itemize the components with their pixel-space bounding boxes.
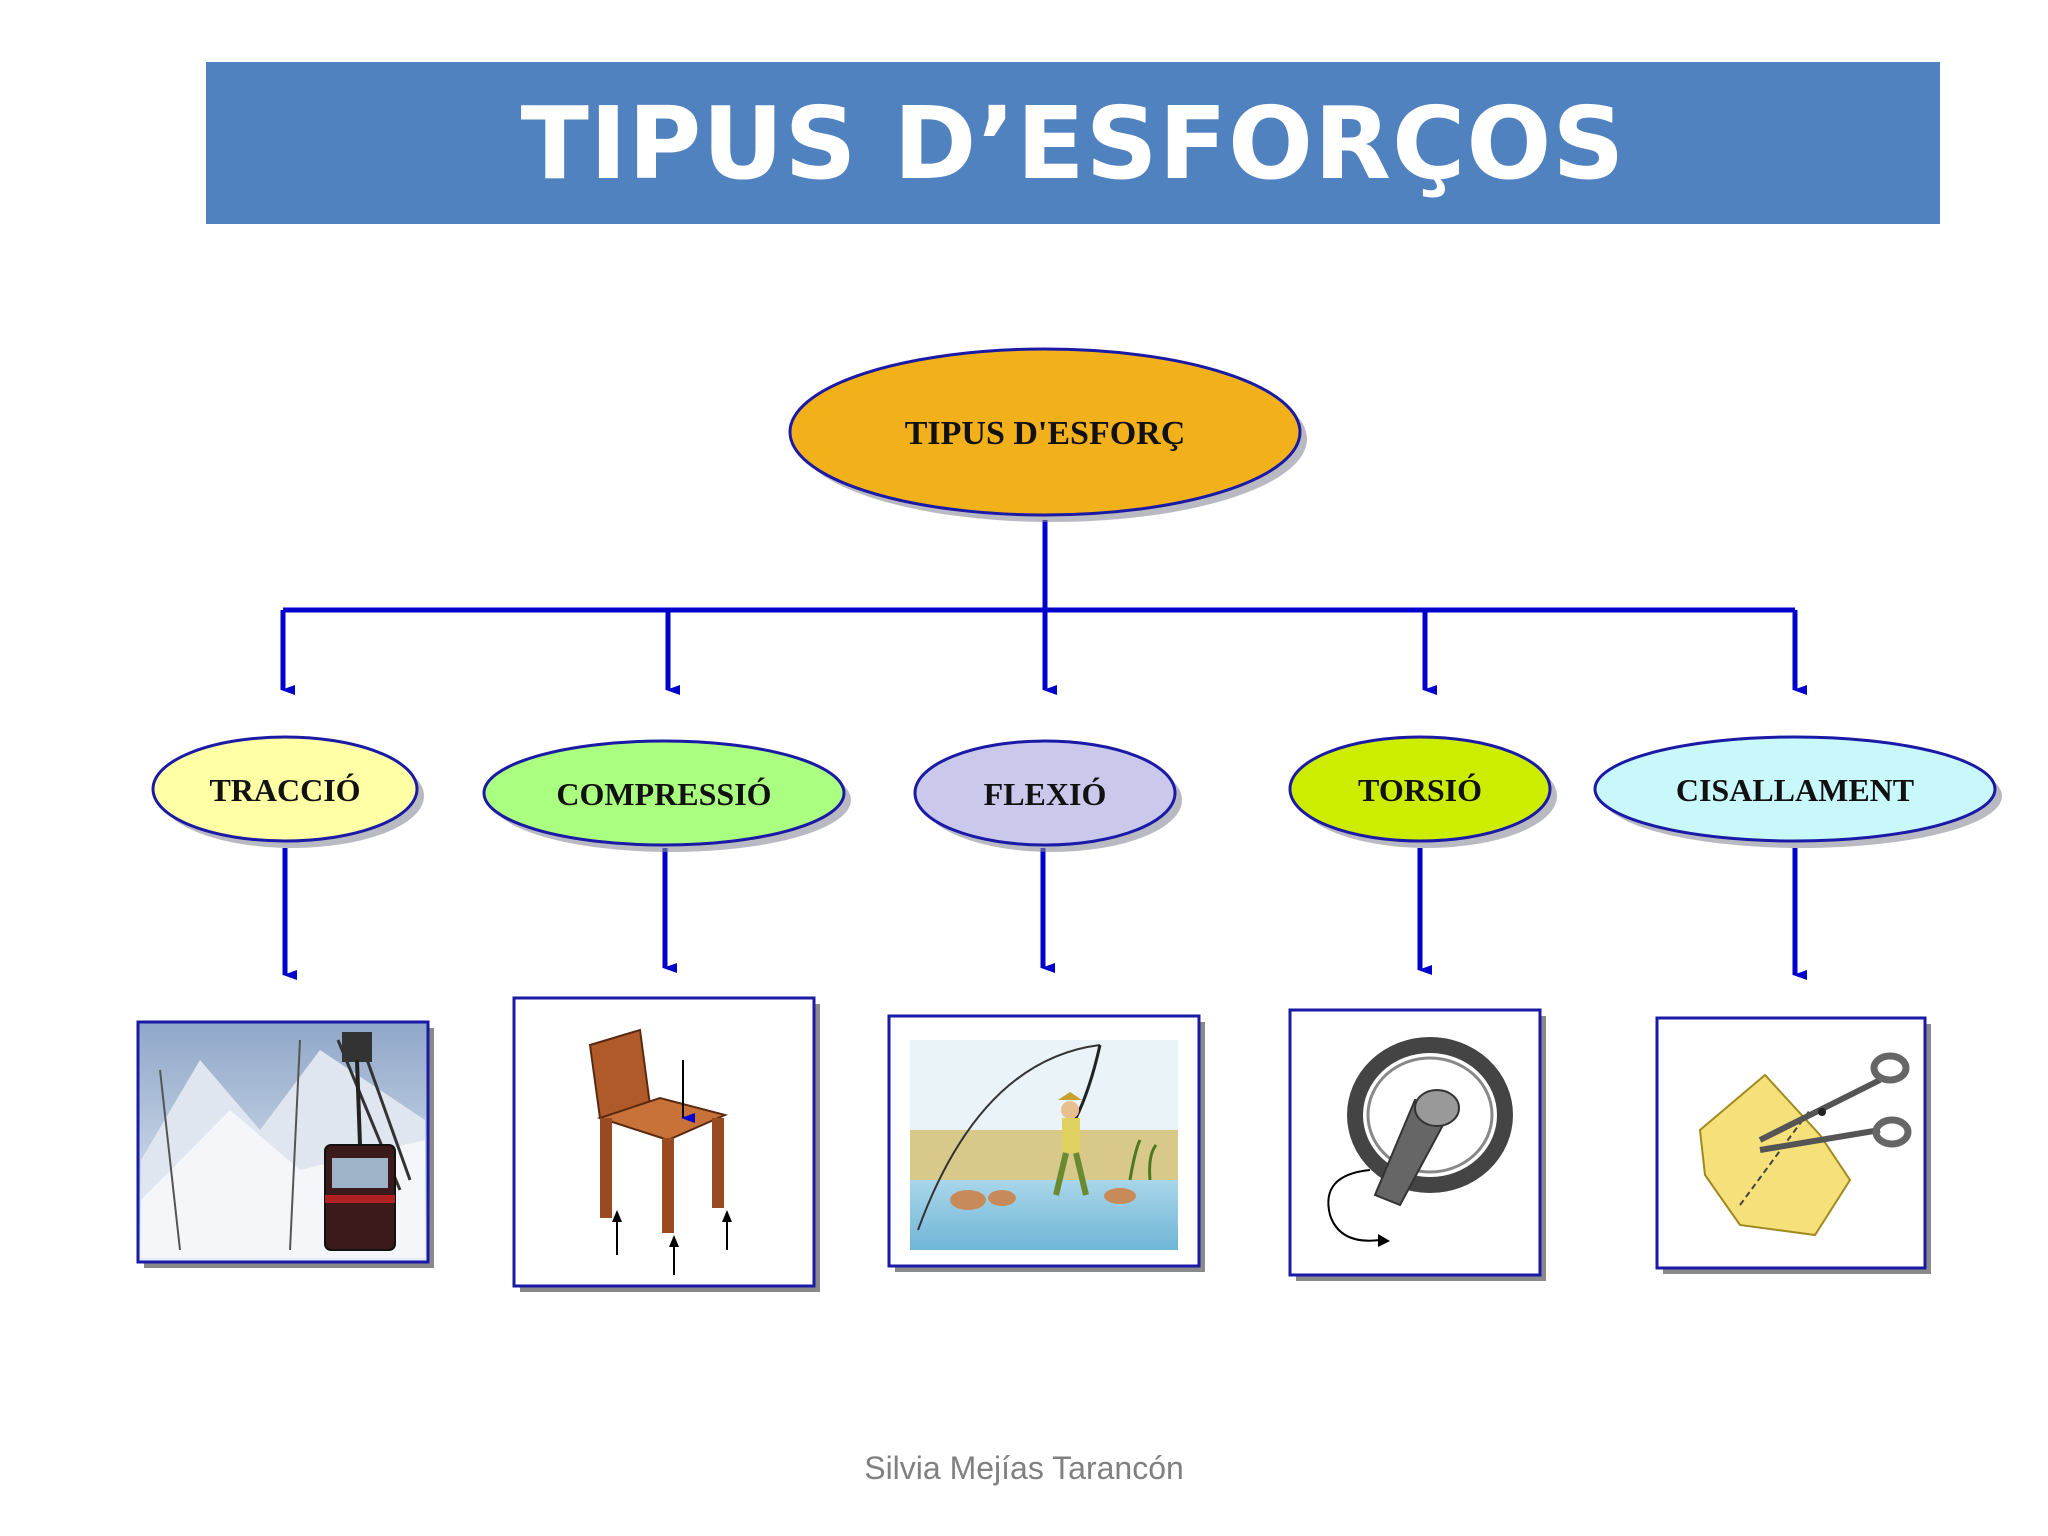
page-title: TIPUS D’ESFORÇOS [520,84,1626,202]
footer-author: Silvia Mejías Tarancón [864,1450,1184,1486]
node-label-traccio: TRACCIÓ [209,772,360,808]
root-label: TIPUS D'ESFORÇ [905,415,1186,452]
node-label-flexio: FLEXIÓ [984,776,1107,812]
picture-cisallament [1655,1016,1931,1274]
node-label-cisallament: CISALLAMENT [1676,772,1914,808]
title-banner: TIPUS D’ESFORÇOS [206,62,1940,224]
node-torsio: TORSIÓ [1288,735,1557,848]
picture-compressio [512,996,820,1292]
root-ellipse [788,347,1302,517]
node-ellipse [151,735,419,843]
node-ellipse [913,739,1177,847]
picture-traccio [136,1020,434,1268]
fishing-rod-icon [910,1040,1178,1250]
picture-flexio [887,1014,1205,1272]
root-node: TIPUS D'ESFORÇ [788,347,1307,522]
node-ellipse [1288,735,1552,843]
node-flexio: FLEXIÓ [913,739,1182,852]
node-compressio: COMPRESSIÓ [482,739,851,852]
node-traccio: TRACCIÓ [151,735,424,848]
node-ellipse [1593,735,1997,843]
chair-icon [588,1028,732,1275]
node-label-torsio: TORSIÓ [1358,772,1482,808]
node-cisallament: CISALLAMENT [1593,735,2002,848]
steering-wheel-icon [1327,1037,1513,1247]
picture-torsio [1288,1008,1546,1281]
cable-car-icon [141,1032,425,1258]
connectors [280,520,1807,980]
node-label-compressio: COMPRESSIÓ [556,776,771,812]
node-ellipse [482,739,846,847]
scissors-icon [1698,1052,1912,1237]
